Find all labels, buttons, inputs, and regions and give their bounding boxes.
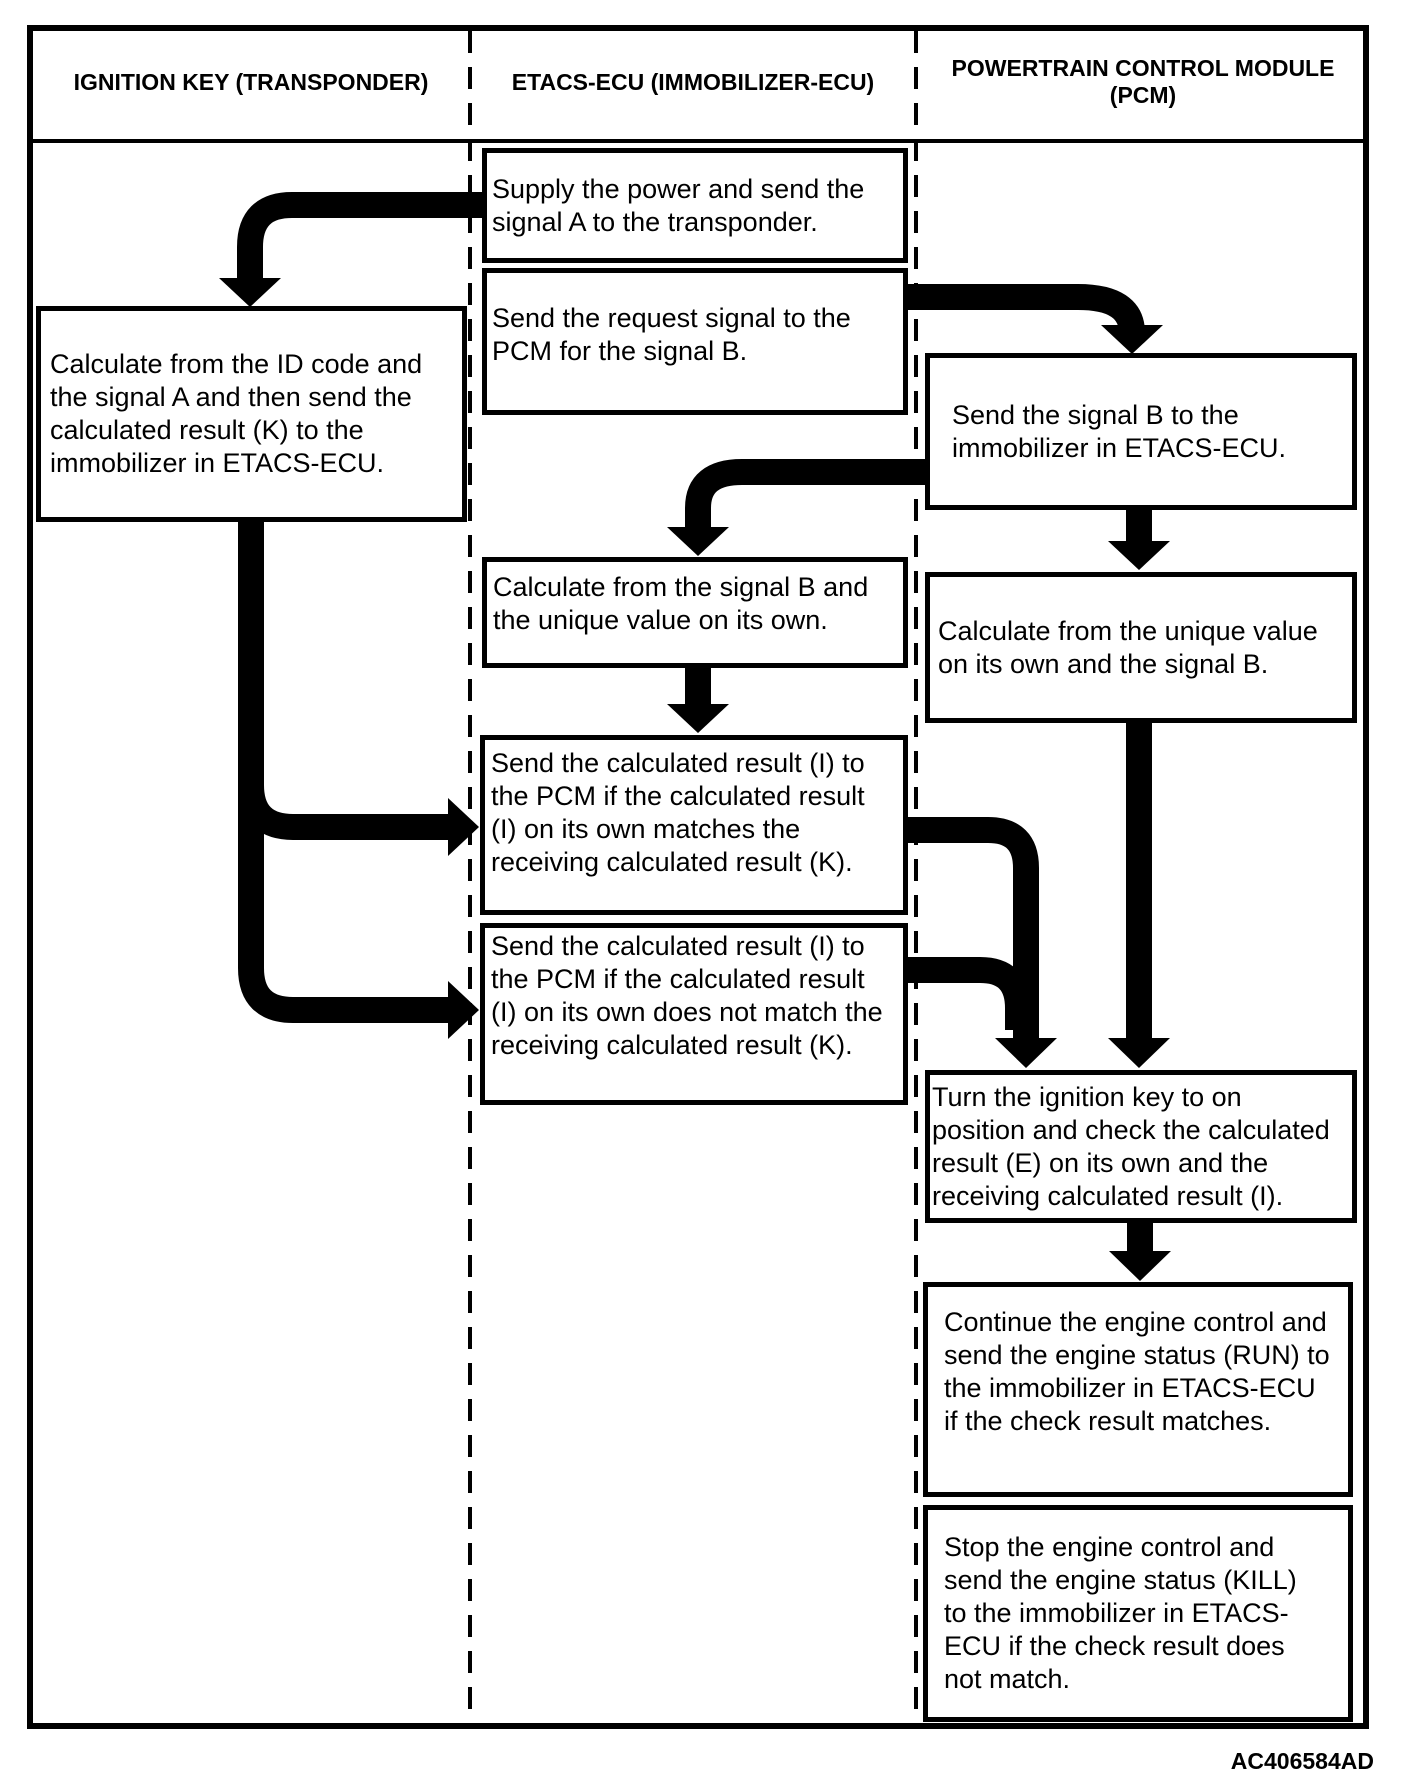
arrowhead-match-to-turnkey bbox=[995, 1038, 1057, 1068]
box-send-result-match: Send the calculated result (I) to the PC… bbox=[480, 735, 908, 915]
arrow-nomatch-to-turnkey bbox=[906, 957, 1031, 1030]
box-engine-kill: Stop the engine control and send the eng… bbox=[923, 1505, 1353, 1722]
column-header-etacs-ecu: ETACS-ECU (IMMOBILIZER-ECU) bbox=[511, 68, 875, 95]
box-calculate-id-code: Calculate from the ID code and the signa… bbox=[36, 306, 467, 522]
arrowhead-signalb-to-calcunique bbox=[1108, 541, 1170, 570]
diagram-border bbox=[27, 25, 1369, 1729]
box-supply-power: Supply the power and send the signal A t… bbox=[482, 148, 908, 263]
arrowhead-calcunique-to-turnkey bbox=[1108, 1038, 1170, 1068]
box-calculate-signal-b: Calculate from the signal B and the uniq… bbox=[482, 557, 908, 668]
box-calculate-unique-value: Calculate from the unique value on its o… bbox=[925, 572, 1357, 723]
arrowhead-supply-to-idcode bbox=[219, 278, 281, 307]
header-separator-line bbox=[27, 139, 1369, 143]
box-engine-run: Continue the engine control and send the… bbox=[923, 1282, 1353, 1497]
box-send-result-no-match: Send the calculated result (I) to the PC… bbox=[480, 923, 908, 1105]
arrowhead-idcode-to-nomatch bbox=[448, 981, 479, 1039]
arrow-match-to-turnkey bbox=[906, 817, 1039, 1040]
arrow-idcode-to-nomatch bbox=[238, 520, 450, 1023]
arrowhead-calcb-to-match bbox=[667, 704, 729, 733]
column-header-pcm: POWERTRAIN CONTROL MODULE (PCM) bbox=[951, 55, 1335, 108]
box-request-signal: Send the request signal to the PCM for t… bbox=[482, 268, 908, 415]
box-turn-ignition-key: Turn the ignition key to on position and… bbox=[925, 1070, 1357, 1223]
column-header-ignition-key: IGNITION KEY (TRANSPONDER) bbox=[73, 68, 429, 95]
arrowhead-idcode-to-match bbox=[448, 798, 479, 856]
arrowhead-turnkey-to-run bbox=[1109, 1251, 1171, 1281]
arrowhead-signalb-to-calcb bbox=[667, 527, 729, 556]
arrow-signalb-to-calcb bbox=[685, 459, 927, 528]
box-send-signal-b: Send the signal B to the immobilizer in … bbox=[925, 353, 1357, 510]
figure-code: AC406584AD bbox=[1230, 1748, 1374, 1774]
arrow-request-to-signalb bbox=[906, 284, 1145, 334]
arrow-idcode-to-match bbox=[238, 784, 450, 840]
arrowhead-request-to-signalb bbox=[1101, 325, 1163, 354]
arrow-supply-to-idcode bbox=[237, 192, 484, 280]
